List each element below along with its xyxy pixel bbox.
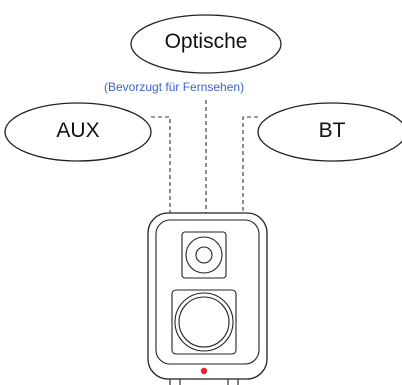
connector-lines — [151, 100, 258, 213]
aux-input-label: AUX — [56, 119, 100, 142]
woofer-cone — [178, 296, 230, 348]
bt-input-oval — [257, 102, 402, 162]
speaker — [147, 212, 268, 385]
speaker-base — [169, 379, 239, 385]
aux-input-oval — [4, 102, 152, 162]
bt-connector — [242, 116, 258, 213]
optical-input-oval — [130, 14, 282, 74]
aux-connector — [151, 116, 171, 213]
optical-preference-note: (Bevorzugt für Fernsehen) — [104, 80, 245, 94]
bt-input-label: BT — [318, 119, 346, 142]
power-led — [200, 367, 208, 375]
tweeter-dome — [195, 246, 213, 264]
optical-input-label: Optische — [164, 30, 248, 53]
